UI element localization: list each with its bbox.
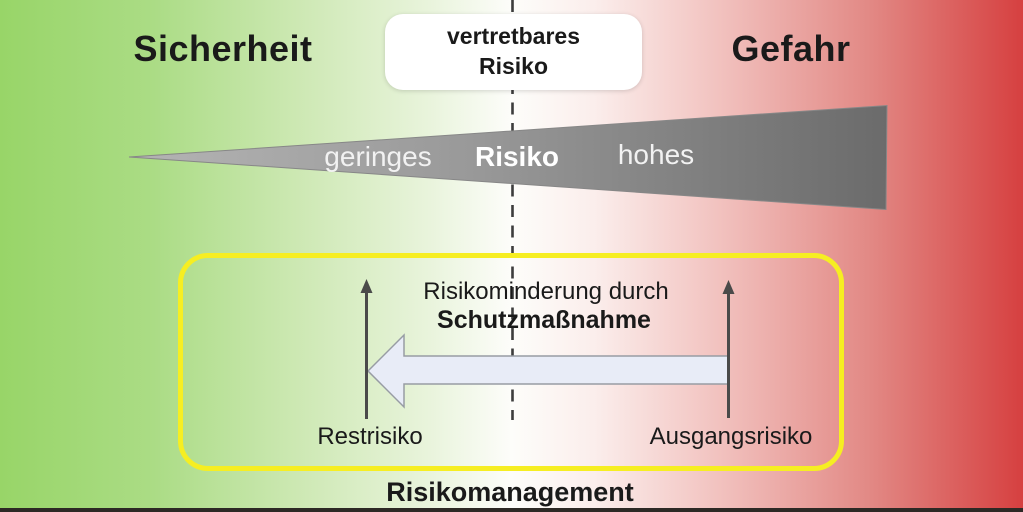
residual-risk-label: Restrisiko (317, 423, 423, 450)
acceptable-risk-line1: vertretbares (447, 23, 580, 49)
wedge-label-low: geringes (324, 141, 432, 172)
risk-wedge-shape (128, 104, 888, 211)
danger-zone-label: Gefahr (731, 28, 851, 69)
risk-reduction-text-line2: Schutzmaßnahme (437, 306, 651, 334)
risk-reduction-text-line1: Risikominderung durch (423, 278, 669, 305)
initial-risk-label: Ausgangsrisiko (649, 423, 813, 450)
wedge-label-high: hohes (617, 139, 695, 170)
safety-zone-label: Sicherheit (133, 28, 313, 69)
wedge-label-risk: Risiko (474, 141, 560, 172)
risk-management-frame (178, 253, 844, 471)
residual-risk-arrow-head-icon (360, 279, 373, 293)
acceptable-risk-line2: Risiko (478, 53, 549, 79)
initial-risk-arrow-head-icon (722, 280, 735, 294)
acceptable-risk-box: vertretbares Risiko (385, 14, 642, 90)
bottom-edge-strip (0, 508, 1023, 512)
risk-management-caption: Risikomanagement (386, 477, 634, 507)
